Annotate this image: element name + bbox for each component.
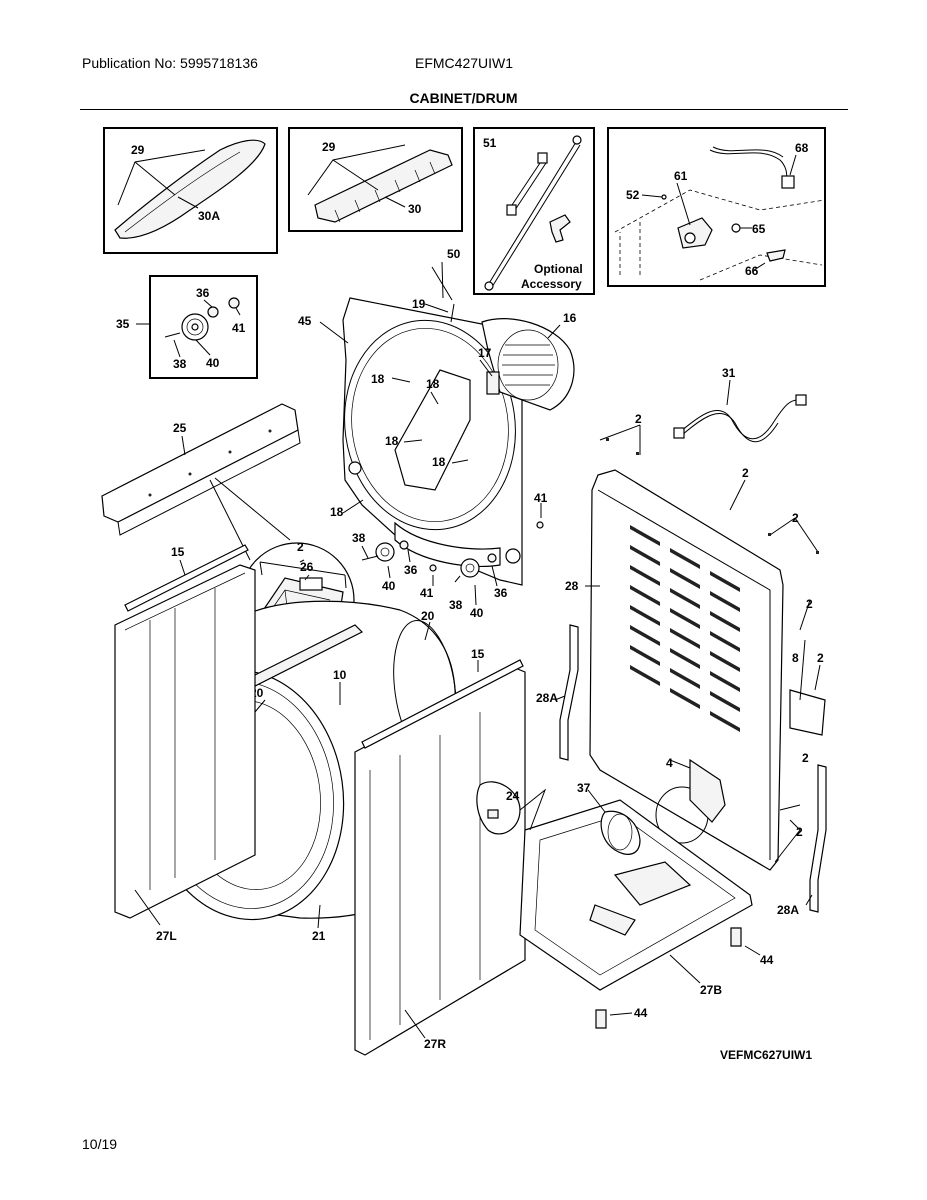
callout-41-c: 41 [534,491,548,505]
callout-36-a: 36 [196,286,210,300]
callout-18-d: 18 [432,455,446,469]
callout-29-b: 29 [322,140,336,154]
callout-8: 8 [792,651,799,665]
callout-61: 61 [674,169,688,183]
callout-68: 68 [795,141,809,155]
callout-18-c: 18 [385,434,399,448]
callout-28A-b: 28A [777,903,799,917]
callout-51: 51 [483,136,497,150]
callout-27R: 27R [424,1037,446,1051]
power-cord-31 [673,379,807,443]
callout-27B: 27B [700,983,722,997]
callout-25: 25 [173,421,187,435]
callout-2-g: 2 [802,751,809,765]
callout-29-a: 29 [131,143,145,157]
callout-2-f: 2 [817,651,824,665]
revision-date: 10/19 [82,1136,118,1152]
callout-38-b: 38 [352,531,366,545]
callout-27L: 27L [156,929,177,943]
callout-26: 26 [300,560,314,574]
callout-30: 30 [408,202,422,216]
header-rule [80,109,848,110]
callout-18-a: 18 [371,372,385,386]
inset-hose-51 [473,127,595,295]
optional-label-1: Optional [534,262,583,276]
callout-40-b: 40 [382,579,396,593]
rear-panel-28 [585,424,826,871]
bulkhead-45 [342,297,575,586]
callout-4: 4 [666,756,673,770]
callout-28: 28 [565,579,579,593]
callout-30A: 30A [198,209,220,223]
brackets-28A [554,624,827,913]
callout-2-d: 2 [792,511,799,525]
callout-2-c: 2 [742,466,749,480]
callout-17: 17 [478,346,492,360]
callout-2-b: 2 [635,412,642,426]
inset-water-valve [607,127,826,287]
callout-15-a: 15 [171,545,185,559]
callout-21: 21 [312,929,326,943]
callout-36-b: 36 [404,563,418,577]
right-side-panel-27R [354,659,526,1056]
callout-19: 19 [412,297,426,311]
callout-50: 50 [447,247,461,261]
callout-38-a: 38 [173,357,187,371]
callout-15-b: 15 [471,647,485,661]
callout-37: 37 [577,781,591,795]
callout-45: 45 [298,314,312,328]
diagram-code: VEFMC627UIW1 [720,1048,812,1062]
callout-28A-a: 28A [536,691,558,705]
callout-16: 16 [563,311,577,325]
top-panel-25 [101,403,301,536]
callout-2-h: 2 [796,825,803,839]
inset-vent-30A [103,127,278,254]
left-side-panel-27L [114,544,256,926]
callout-2-e: 2 [806,597,813,611]
model-number: EFMC427UIW1 [415,55,514,71]
optional-label-2: Accessory [521,277,582,291]
callout-40-a: 40 [206,356,220,370]
callout-41-b: 41 [420,586,434,600]
base-27B [476,781,761,1029]
callout-10: 10 [333,668,347,682]
callout-2-a: 2 [297,540,304,554]
callout-24: 24 [506,789,520,803]
page-title: CABINET/DRUM [409,90,518,106]
callout-18-e: 18 [330,505,344,519]
callout-20-a: 20 [421,609,435,623]
callout-35: 35 [116,317,130,331]
callout-40-c: 40 [470,606,484,620]
bulkhead-rollers [361,503,544,606]
callout-38-c: 38 [449,598,463,612]
callout-31: 31 [722,366,736,380]
callout-41-a: 41 [232,321,246,335]
callout-18-b: 18 [426,377,440,391]
callout-65: 65 [752,222,766,236]
callout-44-b: 44 [760,953,774,967]
callout-52: 52 [626,188,640,202]
callout-66: 66 [745,264,759,278]
inset-roller-35 [136,275,258,379]
callout-36-c: 36 [494,586,508,600]
publication-number: Publication No: 5995718136 [82,55,258,71]
callout-44-a: 44 [634,1006,648,1020]
inset-vent-30 [288,127,463,232]
